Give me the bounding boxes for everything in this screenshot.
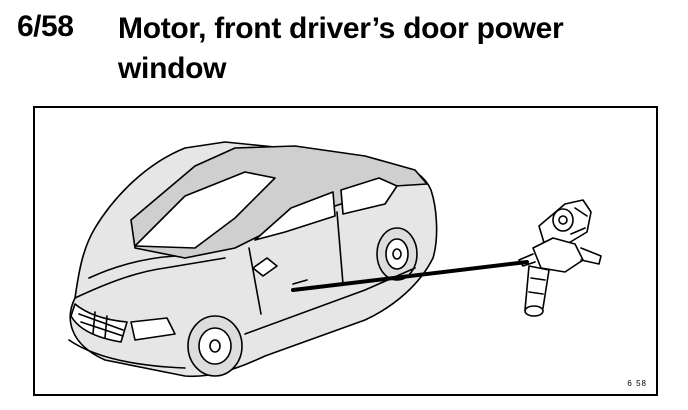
illustration-frame: 6 58: [33, 106, 658, 396]
car-drawing: [68, 141, 438, 378]
car-motor-illustration: [68, 141, 602, 378]
page-title: Motor, front driver’s door power window: [118, 12, 564, 85]
leader-line: [291, 260, 529, 292]
figure-code: 6 58: [627, 379, 647, 388]
reference-number: 6/58: [17, 10, 74, 43]
window-motor-drawing: [518, 199, 602, 317]
